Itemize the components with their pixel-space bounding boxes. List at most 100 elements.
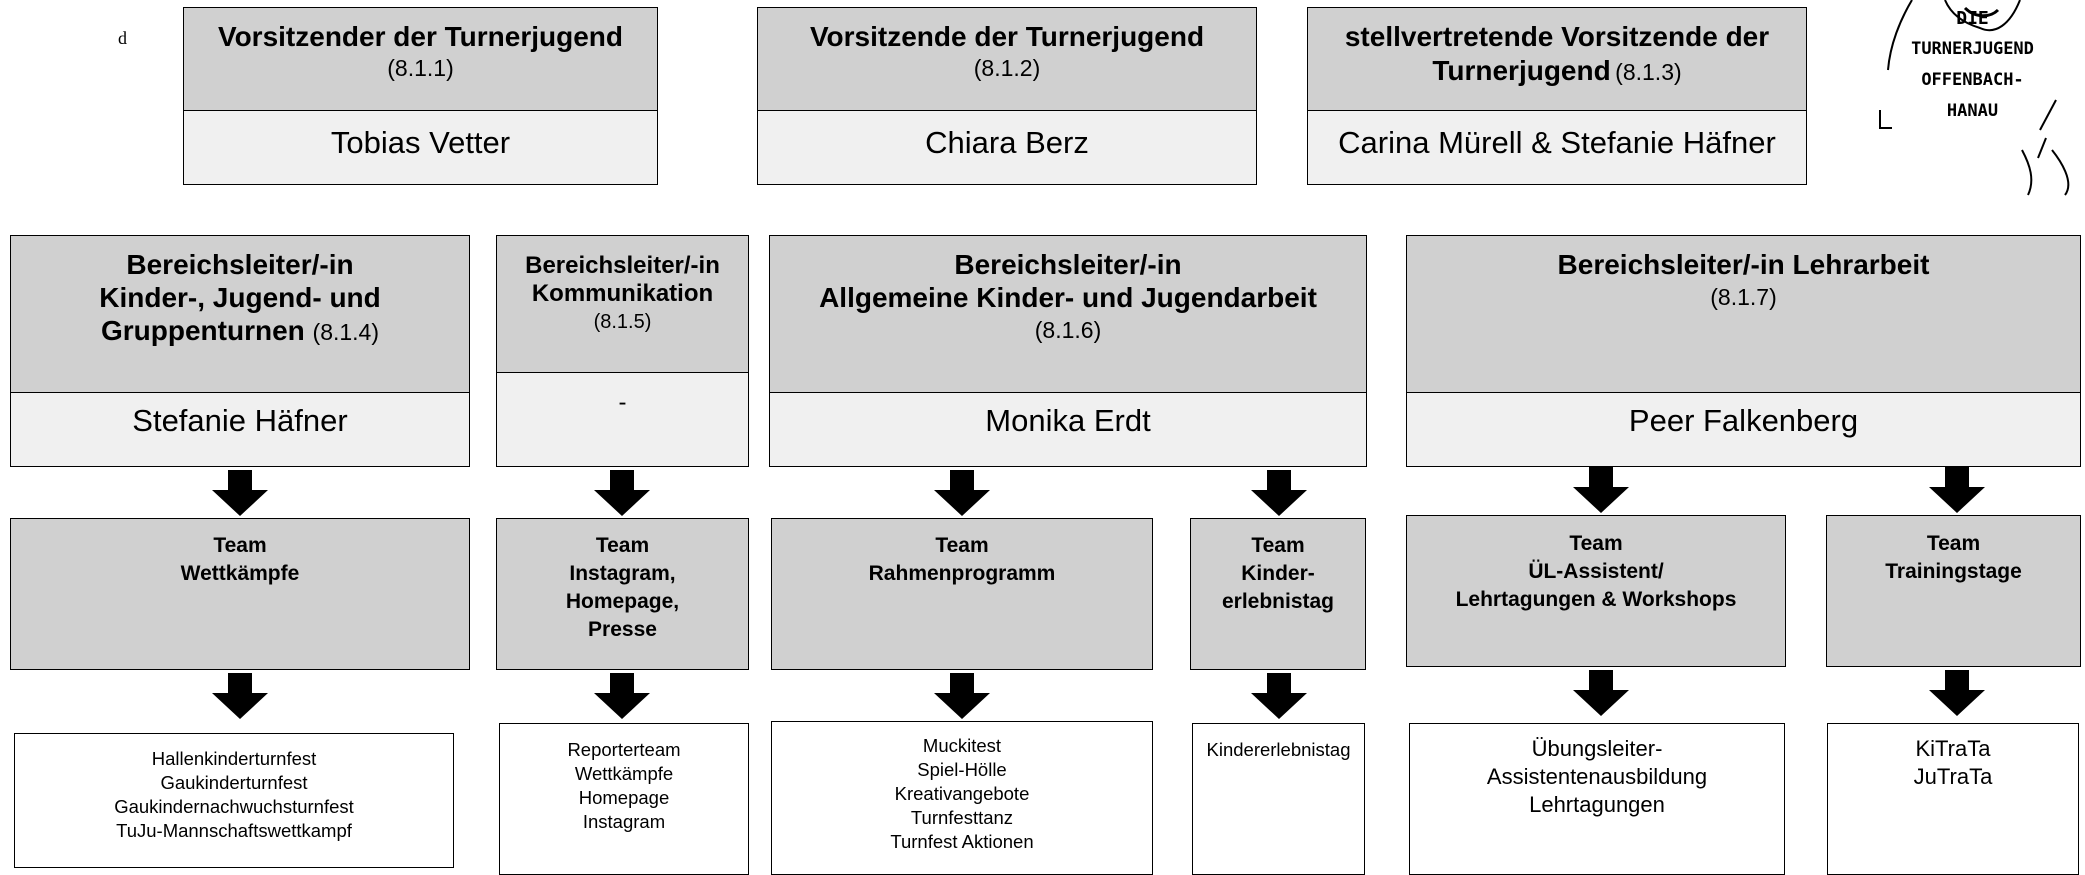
area2-line2: Kommunikation [531, 280, 714, 307]
team-name: Rahmenprogramm [868, 562, 1056, 585]
deputy-name-box: Carina Mürell & Stefanie Häfner [1307, 110, 1807, 185]
chair-name-box: Tobias Vetter [183, 110, 658, 185]
arrow-down-icon [212, 470, 268, 516]
team-label: Team [935, 534, 989, 557]
team-name: Instagram, [569, 562, 676, 585]
tasks-wettkaempfe: Hallenkinderturnfest Gaukinderturnfest G… [14, 733, 454, 868]
team-name: ÜL-Assistent/ [1528, 560, 1664, 583]
task-item: Kreativangebote [894, 783, 1030, 804]
area2-line1: Bereichsleiter/-in [525, 252, 720, 279]
logo-line4: HANAU [1946, 101, 1999, 121]
chair2-title: Vorsitzende der Turnerjugend [809, 21, 1205, 52]
task-item: Turnfesttanz [910, 807, 1014, 828]
team-trainingstage: Team Trainingstage [1826, 515, 2081, 667]
task-item: Übungsleiter- [1531, 736, 1663, 761]
chair2-name: Chiara Berz [925, 125, 1089, 160]
area1-name-box: Stefanie Häfner [10, 392, 470, 467]
team-ul-assistent: Team ÜL-Assistent/ Lehrtagungen & Worksh… [1406, 515, 1786, 667]
area1-line3: Gruppenturnen [100, 315, 305, 346]
area1-line1: Bereichsleiter/-in [126, 249, 354, 280]
tasks-kindererlebnistag: Kindererlebnistag [1192, 723, 1365, 875]
task-item: TuJu-Mannschaftswettkampf [116, 820, 352, 841]
area4-line1: Bereichsleiter/-in Lehrarbeit [1557, 249, 1930, 280]
area2-name: - [618, 389, 627, 416]
team-label: Team [595, 534, 650, 557]
area3-line1: Bereichsleiter/-in [954, 249, 1182, 280]
area1-code: (8.1.4) [312, 319, 380, 345]
area4-name: Peer Falkenberg [1628, 403, 1859, 438]
team-wettkaempfe: Team Wettkämpfe [10, 518, 470, 670]
arrow-down-icon [1251, 673, 1307, 719]
team-name: Homepage, [565, 590, 680, 613]
chair2-header: Vorsitzende der Turnerjugend (8.1.2) [757, 7, 1257, 111]
team-name: erlebnistag [1221, 590, 1335, 613]
task-item: Assistentenausbildung [1486, 764, 1708, 789]
team-label: Team [1251, 534, 1305, 557]
deputy-header: stellvertretende Vorsitzende der Turnerj… [1307, 7, 1807, 111]
arrow-down-icon [594, 673, 650, 719]
chair-title: Vorsitzender der Turnerjugend [217, 21, 623, 52]
area2-name-box: - [496, 372, 749, 467]
arrow-down-icon [1929, 467, 1985, 513]
task-item: Lehrtagungen [1529, 792, 1665, 817]
area1-header: Bereichsleiter/-in Kinder-, Jugend- und … [10, 235, 470, 393]
chair2-code: (8.1.2) [973, 55, 1041, 81]
team-name: Trainingstage [1885, 560, 2022, 583]
team-name: Kinder- [1241, 562, 1315, 585]
team-label: Team [1926, 532, 1981, 555]
area2-header: Bereichsleiter/-in Kommunikation (8.1.5) [496, 235, 749, 373]
deputy-title-line2: Turnerjugend [1432, 55, 1611, 86]
arrow-down-icon [594, 470, 650, 516]
task-item: JuTraTa [1913, 764, 1993, 789]
area1-name: Stefanie Häfner [132, 403, 348, 438]
task-item: Turnfest Aktionen [890, 831, 1034, 852]
logo-line1: DIE [1956, 8, 1989, 29]
task-item: Homepage [578, 787, 670, 808]
chair-header: Vorsitzender der Turnerjugend (8.1.1) [183, 7, 658, 111]
area4-header: Bereichsleiter/-in Lehrarbeit (8.1.7) [1406, 235, 2081, 393]
task-item: Gaukindernachwuchsturnfest [114, 796, 354, 817]
area4-name-box: Peer Falkenberg [1406, 392, 2081, 467]
tasks-trainingstage: KiTraTa JuTraTa [1827, 723, 2079, 875]
team-label: Team [213, 534, 267, 557]
task-item: Instagram [582, 811, 666, 832]
team-name: Wettkämpfe [180, 562, 300, 585]
arrow-down-icon [934, 673, 990, 719]
turnerjugend-logo: DIE TURNERJUGEND OFFENBACH- HANAU [1860, 0, 2085, 200]
arrow-down-icon [1929, 670, 1985, 716]
team-label: Team [1569, 532, 1623, 555]
tasks-ul-assistent: Übungsleiter- Assistentenausbildung Lehr… [1409, 723, 1785, 875]
logo-line2: TURNERJUGEND [1911, 39, 2034, 59]
area3-name-box: Monika Erdt [769, 392, 1367, 467]
task-item: Reporterteam [567, 739, 681, 760]
arrow-down-icon [934, 470, 990, 516]
team-kindererlebnistag: Team Kinder- erlebnistag [1190, 518, 1366, 670]
chair-code: (8.1.1) [387, 55, 454, 81]
tasks-kommunikation: Reporterteam Wettkämpfe Homepage Instagr… [499, 723, 749, 875]
arrow-down-icon [212, 673, 268, 719]
area3-name: Monika Erdt [985, 403, 1151, 438]
arrow-down-icon [1573, 670, 1629, 716]
task-item: Wettkämpfe [574, 763, 674, 784]
area2-code: (8.1.5) [593, 311, 652, 333]
logo-line3: OFFENBACH- [1921, 70, 2024, 90]
chair2-name-box: Chiara Berz [757, 110, 1257, 185]
chair-name: Tobias Vetter [330, 125, 511, 160]
arrow-down-icon [1573, 467, 1629, 513]
area4-code: (8.1.7) [1710, 284, 1777, 310]
tasks-rahmenprogramm: Muckitest Spiel-Hölle Kreativangebote Tu… [771, 721, 1153, 875]
arrow-down-icon [1251, 470, 1307, 516]
team-name: Lehrtagungen & Workshops [1455, 588, 1737, 611]
area3-line2: Allgemeine Kinder- und Jugendarbeit [819, 282, 1317, 313]
area3-code: (8.1.6) [1034, 317, 1102, 343]
area1-line2: Kinder-, Jugend- und [99, 282, 381, 313]
task-item: Hallenkinderturnfest [151, 748, 317, 769]
area3-header: Bereichsleiter/-in Allgemeine Kinder- un… [769, 235, 1367, 393]
task-item: KiTraTa [1915, 736, 1991, 761]
team-rahmenprogramm: Team Rahmenprogramm [771, 518, 1153, 670]
task-item: Muckitest [922, 735, 1002, 756]
deputy-title-line1: stellvertretende Vorsitzende der [1344, 21, 1770, 52]
task-item: Kindererlebnistag [1206, 739, 1351, 760]
team-name: Presse [588, 618, 657, 641]
task-item: Spiel-Hölle [917, 759, 1007, 780]
